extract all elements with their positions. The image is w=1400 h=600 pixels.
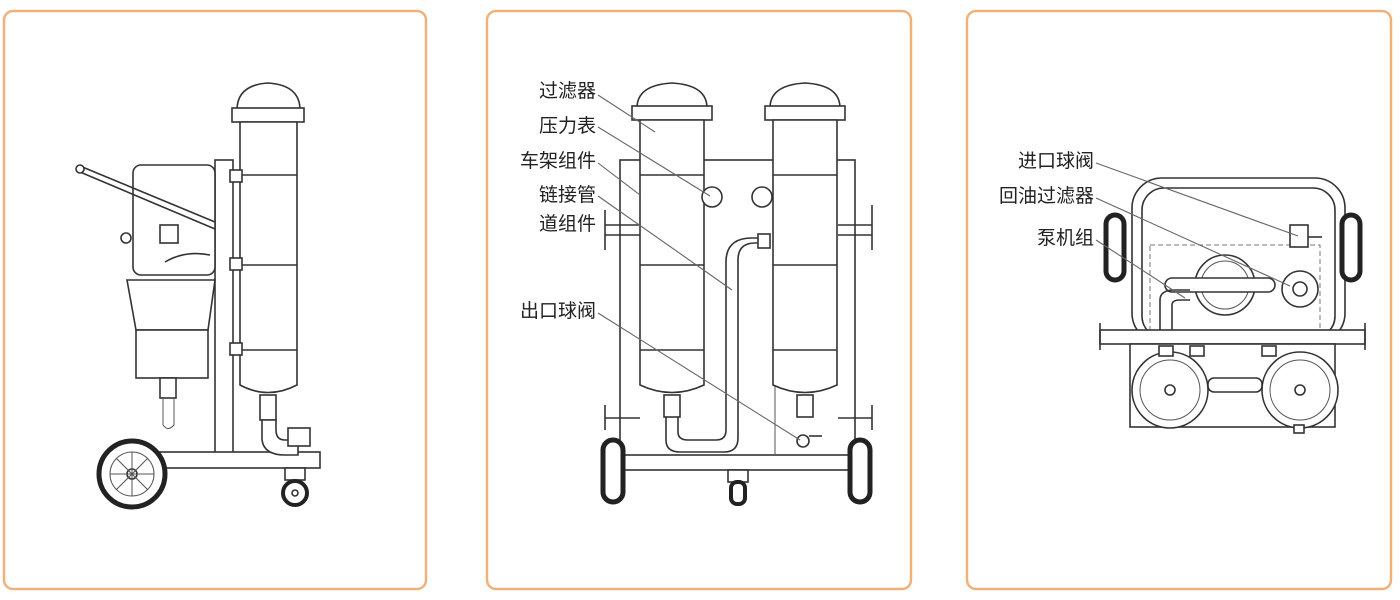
rear-wheel: [96, 438, 168, 510]
connecting-pipe: [665, 233, 771, 453]
pump-funnel: [126, 279, 216, 429]
label-filter: 过滤器: [539, 80, 596, 102]
label-inlet-ball-valve: 进口球阀: [1018, 150, 1094, 172]
filter-tops: [1129, 343, 1339, 434]
return-oil-filter-valve: [1281, 224, 1322, 308]
label-pressure-gauge: 压力表: [539, 115, 596, 137]
top-wheels: [1103, 212, 1363, 283]
motor: [120, 164, 216, 276]
pressure-gauges: [701, 186, 773, 208]
label-pipe-assembly-line1: 链接管: [539, 184, 596, 206]
top-view-leaders: [1095, 162, 1299, 299]
handle: [75, 164, 216, 230]
front-view-leaders: [597, 94, 801, 441]
outlet-valve: [796, 434, 822, 448]
front-view-drawing: 过滤器 压力表 车架组件 链接管 道组件 出口球阀: [520, 80, 873, 506]
label-pump-unit: 泵机组: [1037, 227, 1094, 249]
side-view-drawing: [75, 82, 321, 510]
pump-motor-unit: [1159, 254, 1276, 345]
filter-left: [631, 82, 713, 418]
label-pipe-assembly-line2: 道组件: [539, 213, 596, 235]
filter-right: [764, 82, 846, 418]
wheels: [600, 437, 873, 506]
caster-wheel: [281, 467, 309, 507]
label-outlet-ball-valve: 出口球阀: [520, 300, 596, 322]
filter-housing: [231, 82, 305, 421]
label-frame-assembly: 车架组件: [520, 150, 596, 172]
top-view-drawing: 进口球阀 回油过滤器 泵机组: [999, 150, 1366, 434]
label-return-oil-filter: 回油过滤器: [999, 185, 1094, 207]
